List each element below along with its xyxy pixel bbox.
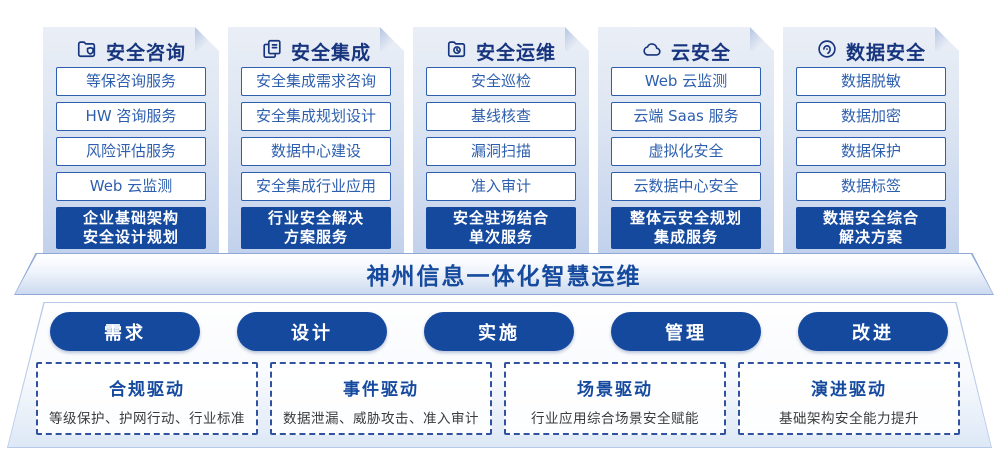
column-highlight: 数据安全综合 解决方案: [796, 207, 946, 249]
service-column-data: 数据安全 数据脱敏 数据加密 数据保护 数据标签 数据安全综合 解决方案: [783, 27, 959, 253]
service-item: Web 云监测: [56, 172, 206, 201]
platform-banner: 神州信息一体化智慧运维: [14, 253, 994, 295]
column-highlight: 企业基础架构 安全设计规划: [56, 207, 206, 249]
process-pill-management: 管理: [611, 312, 761, 351]
fingerprint-icon: [816, 38, 838, 64]
highlight-line: 整体云安全规划: [629, 209, 742, 227]
highlight-line: 单次服务: [468, 228, 533, 246]
platform-banner-title: 神州信息一体化智慧运维: [366, 264, 642, 290]
service-item: 云数据中心安全: [611, 172, 761, 201]
highlight-line: 安全驻场结合: [452, 209, 549, 227]
driver-title: 演进驱动: [811, 380, 887, 400]
column-title: 安全集成: [290, 41, 371, 64]
driver-desc: 数据泄漏、威胁攻击、准入审计: [283, 411, 479, 427]
process-pill-implementation: 实施: [424, 312, 574, 351]
service-item: 安全集成规划设计: [241, 102, 391, 131]
column-header: 数据安全: [783, 36, 959, 66]
highlight-line: 方案服务: [283, 228, 348, 246]
cloud-icon: [641, 38, 663, 64]
driver-box-scenario: 场景驱动 行业应用综合场景安全赋能: [504, 362, 726, 435]
service-item: 云端 Saas 服务: [611, 102, 761, 131]
service-item: HW 咨询服务: [56, 102, 206, 131]
column-highlight: 行业安全解决 方案服务: [241, 207, 391, 249]
service-item: 数据脱敏: [796, 67, 946, 96]
process-pill-improvement: 改进: [798, 312, 948, 351]
service-item: 漏洞扫描: [426, 137, 576, 166]
column-highlight: 安全驻场结合 单次服务: [426, 207, 576, 249]
service-column-consulting: 安全咨询 等保咨询服务 HW 咨询服务 风险评估服务 Web 云监测 企业基础架…: [43, 27, 219, 253]
highlight-line: 安全设计规划: [82, 228, 179, 246]
driver-desc: 行业应用综合场景安全赋能: [531, 411, 699, 427]
highlight-line: 行业安全解决: [267, 209, 364, 227]
service-column-operations: 安全运维 安全巡检 基线核查 漏洞扫描 准入审计 安全驻场结合 单次服务: [413, 27, 589, 253]
column-header: 云安全: [598, 36, 774, 66]
folder-shield-icon: [76, 38, 98, 64]
service-item: 数据中心建设: [241, 137, 391, 166]
column-header: 安全运维: [413, 36, 589, 66]
driver-title: 合规驱动: [109, 380, 185, 400]
driver-title: 场景驱动: [577, 380, 653, 400]
column-title: 安全咨询: [105, 41, 186, 64]
folder-clock-icon: [446, 38, 468, 64]
driver-box-compliance: 合规驱动 等级保护、护网行动、行业标准: [36, 362, 258, 435]
column-title: 云安全: [670, 41, 731, 64]
service-item: 等保咨询服务: [56, 67, 206, 96]
driver-box-incident: 事件驱动 数据泄漏、威胁攻击、准入审计: [270, 362, 492, 435]
service-item: 数据加密: [796, 102, 946, 131]
column-highlight: 整体云安全规划 集成服务: [611, 207, 761, 249]
service-item: 安全集成行业应用: [241, 172, 391, 201]
column-header: 安全集成: [228, 36, 404, 66]
service-item: 安全巡检: [426, 67, 576, 96]
driver-box-evolution: 演进驱动 基础架构安全能力提升: [738, 362, 960, 435]
column-header: 安全咨询: [43, 36, 219, 66]
driver-desc: 基础架构安全能力提升: [779, 411, 919, 427]
service-item: 基线核查: [426, 102, 576, 131]
document-stack-icon: [261, 38, 283, 64]
platform-banner-surface: 神州信息一体化智慧运维: [15, 254, 993, 294]
service-item: 安全集成需求咨询: [241, 67, 391, 96]
highlight-line: 企业基础架构: [82, 209, 179, 227]
service-item: 虚拟化安全: [611, 137, 761, 166]
service-item: 准入审计: [426, 172, 576, 201]
highlight-line: 解决方案: [838, 228, 903, 246]
driver-title: 事件驱动: [343, 380, 419, 400]
highlight-line: 数据安全综合: [822, 209, 919, 227]
service-item: 数据保护: [796, 137, 946, 166]
service-column-integration: 安全集成 安全集成需求咨询 安全集成规划设计 数据中心建设 安全集成行业应用 行…: [228, 27, 404, 253]
service-item: Web 云监测: [611, 67, 761, 96]
process-pill-design: 设计: [237, 312, 387, 351]
service-item: 风险评估服务: [56, 137, 206, 166]
process-pill-requirement: 需求: [50, 312, 200, 351]
column-title: 安全运维: [475, 41, 556, 64]
service-item: 数据标签: [796, 172, 946, 201]
service-column-cloud: 云安全 Web 云监测 云端 Saas 服务 虚拟化安全 云数据中心安全 整体云…: [598, 27, 774, 253]
column-title: 数据安全: [845, 41, 926, 64]
highlight-line: 集成服务: [653, 228, 718, 246]
driver-desc: 等级保护、护网行动、行业标准: [49, 411, 245, 427]
